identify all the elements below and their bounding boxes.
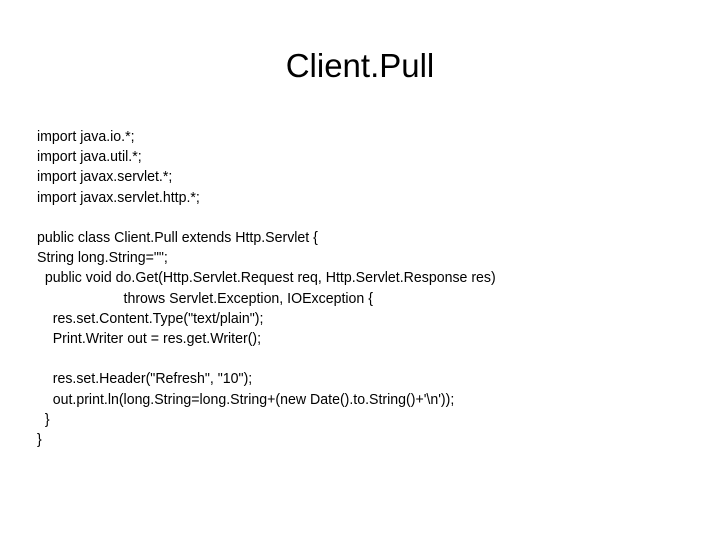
code-line-blank (37, 349, 677, 369)
code-line-set-header-refresh: res.set.Header("Refresh", "10"); (37, 371, 253, 388)
code-line-print-writer: Print.Writer out = res.get.Writer(); (37, 331, 262, 348)
code-line-import-java-util: import java.util.*; (37, 149, 142, 166)
code-line-import-java-io: import java.io.*; (37, 129, 135, 145)
code-line-method-doget: public void do.Get(Http.Servlet.Request … (37, 270, 496, 287)
code-line-set-content-type: res.set.Content.Type("text/plain"); (37, 310, 264, 327)
code-block: import java.io.*; import java.util.*; impo… (37, 127, 677, 450)
code-line-field-longstring: String long.String=""; (37, 250, 168, 267)
code-line-import-javax-servlet: import javax.servlet.*; (37, 169, 173, 186)
code-line-import-javax-servlet-http: import javax.servlet.http.*; (37, 189, 200, 206)
code-line-class-decl: public class Client.Pull extends Http.Se… (37, 230, 318, 246)
code-line-out-println: out.print.ln(long.String=long.String+(ne… (37, 391, 455, 408)
code-line-method-throws: throws Servlet.Exception, IOException { (37, 290, 373, 307)
page-title: Client.Pull (285, 47, 435, 84)
code-line-close-class-brace: } (37, 432, 42, 449)
code-line-blank (37, 208, 677, 228)
code-line-close-method-brace: } (37, 411, 50, 428)
